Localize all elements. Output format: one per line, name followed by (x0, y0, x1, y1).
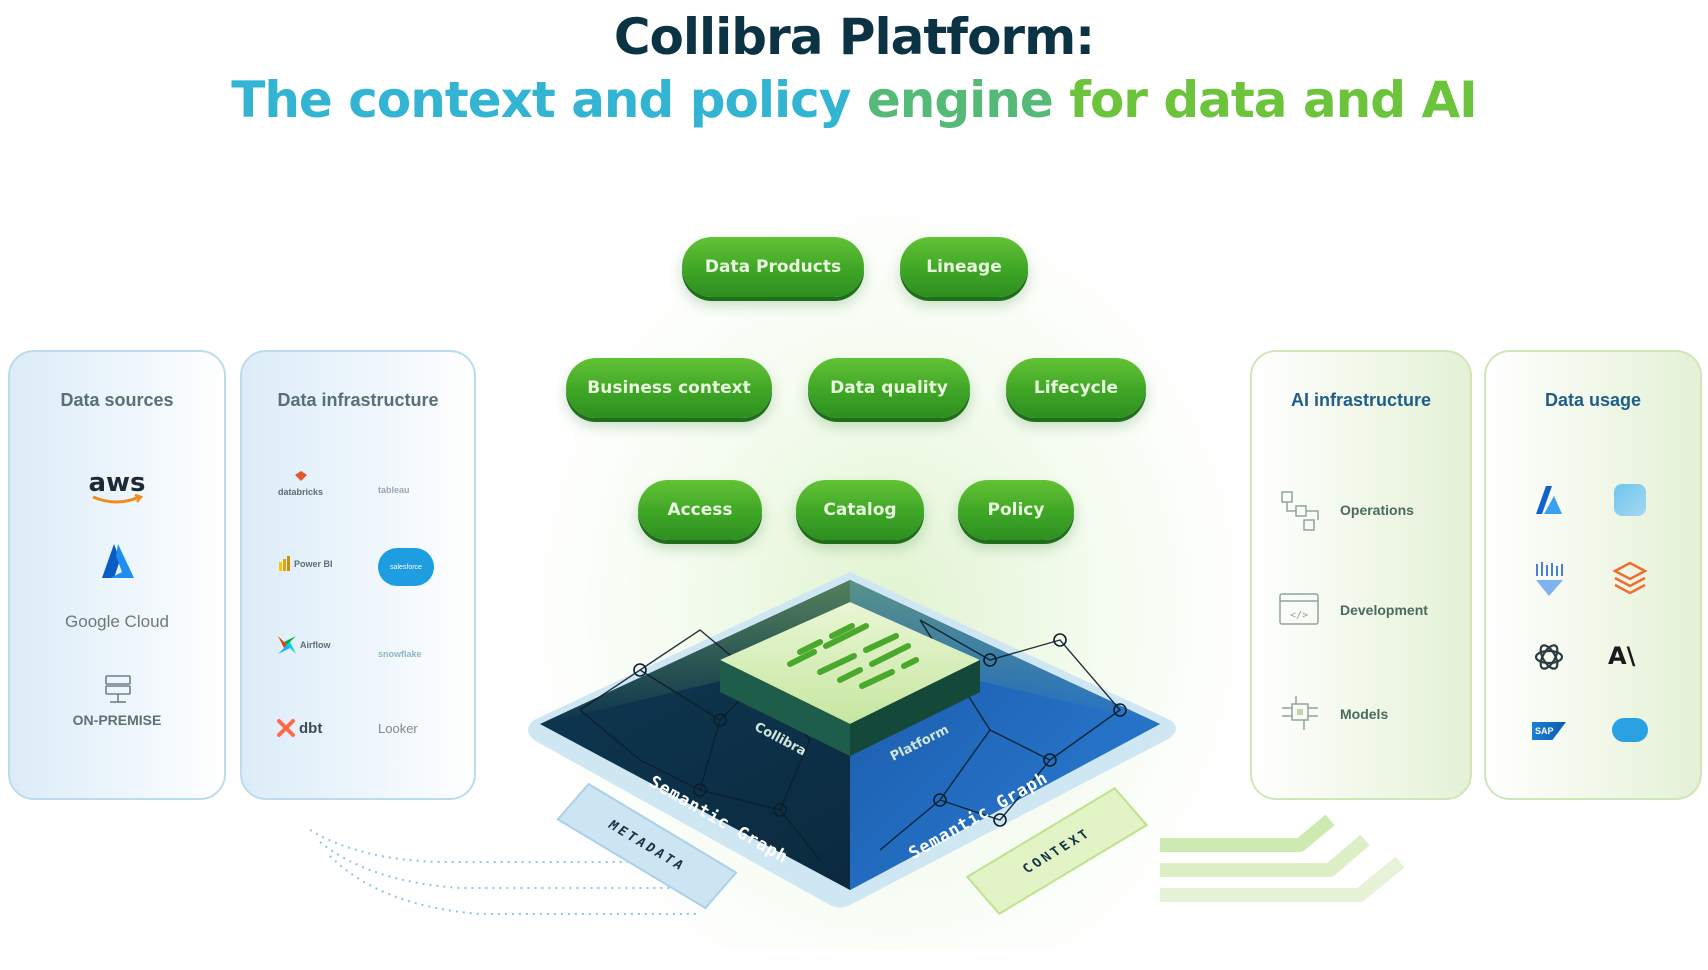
panel-title-data-infrastructure: Data infrastructure (277, 390, 439, 410)
flow-lines-left (309, 829, 700, 915)
dbt-icon (277, 719, 295, 737)
pill-data-quality[interactable]: Data quality (808, 358, 970, 418)
data-ingest-icon (1536, 562, 1563, 596)
airflow-logo: Airflow (276, 634, 331, 656)
panel-data-usage: Data usage A\ SAP (1484, 350, 1702, 800)
dbt-logo: dbt (276, 718, 322, 738)
azure-icon (102, 544, 134, 578)
flow-lines-right (1160, 814, 1405, 902)
sap-logo: SAP (1532, 722, 1566, 740)
panel-title-data-usage: Data usage (1544, 390, 1642, 410)
dbt-label: dbt (299, 719, 323, 737)
page-subtitle: The context and policy engine for data a… (0, 68, 1708, 132)
svg-text:</>: </> (1290, 610, 1308, 621)
anthropic-logo: A\ (1608, 642, 1636, 670)
databricks-logo: databricks (278, 470, 323, 500)
tableau-logo: tableau (378, 480, 410, 498)
azure-ml-icon (1536, 486, 1562, 514)
development-label: Development (1340, 602, 1428, 618)
snowflake-logo: snowflake (378, 644, 422, 662)
aws-smile-icon (92, 494, 144, 504)
operations-icon (1281, 491, 1319, 531)
powerbi-icon (279, 556, 290, 571)
ai-item-models: Models (1278, 694, 1388, 734)
models-label: Models (1340, 706, 1389, 722)
salesforce-logo: salesforce (378, 548, 434, 586)
page-title: Collibra Platform: (613, 8, 1095, 66)
google-cloud-logo: Google Cloud (65, 612, 169, 631)
tableau-label: tableau (378, 485, 410, 495)
ai-item-operations: Operations (1278, 488, 1414, 532)
databricks-icon (294, 471, 307, 481)
looker-label: Looker (378, 721, 418, 736)
panel-ai-infrastructure: AI infrastructure (1250, 350, 1472, 800)
semantic-graph-platform (528, 572, 1176, 908)
salesforce-label: salesforce (390, 563, 422, 571)
powerbi-logo: Power BI (278, 556, 333, 572)
subtitle-part-1: The context and policy (231, 71, 851, 129)
ai-item-development: </> Development (1278, 592, 1428, 628)
on-premise-label: ON-PREMISE (72, 712, 162, 728)
pill-lifecycle[interactable]: Lifecycle (1006, 358, 1146, 418)
layers-stack-icon (1612, 561, 1648, 595)
pill-business-context[interactable]: Business context (566, 358, 772, 418)
openai-icon (1534, 644, 1564, 670)
powerbi-label: Power BI (294, 559, 333, 569)
pill-policy[interactable]: Policy (958, 480, 1074, 540)
sap-label: SAP (1535, 726, 1554, 736)
looker-logo: Looker (378, 720, 418, 738)
aws-label: aws (88, 468, 146, 498)
pill-access[interactable]: Access (638, 480, 762, 540)
airflow-label: Airflow (300, 640, 331, 650)
copilot-icon (1614, 484, 1646, 516)
panel-title-data-sources: Data sources (60, 390, 174, 410)
panel-data-sources: Data sources aws Google Cloud ON-PREMISE (8, 350, 226, 800)
pill-lineage[interactable]: Lineage (900, 237, 1028, 297)
panel-title-ai-infrastructure: AI infrastructure (1290, 390, 1432, 410)
server-icon (105, 675, 131, 703)
databricks-label: databricks (278, 487, 324, 497)
panel-data-infrastructure: Data infrastructure databricks tableau P… (240, 350, 476, 800)
salesforce-cloud-icon (1612, 718, 1648, 742)
pill-catalog[interactable]: Catalog (796, 480, 924, 540)
pill-data-products[interactable]: Data Products (682, 237, 864, 297)
snowflake-label: snowflake (378, 649, 422, 659)
code-window-icon: </> (1279, 593, 1319, 625)
operations-label: Operations (1340, 502, 1414, 518)
airflow-icon (278, 636, 296, 654)
subtitle-part-3: for data and AI (1069, 71, 1478, 129)
aws-logo: aws (10, 468, 224, 506)
header: Collibra Platform: The context and polic… (0, 6, 1708, 132)
subtitle-part-2: engine (866, 71, 1054, 129)
models-icon (1282, 696, 1318, 730)
